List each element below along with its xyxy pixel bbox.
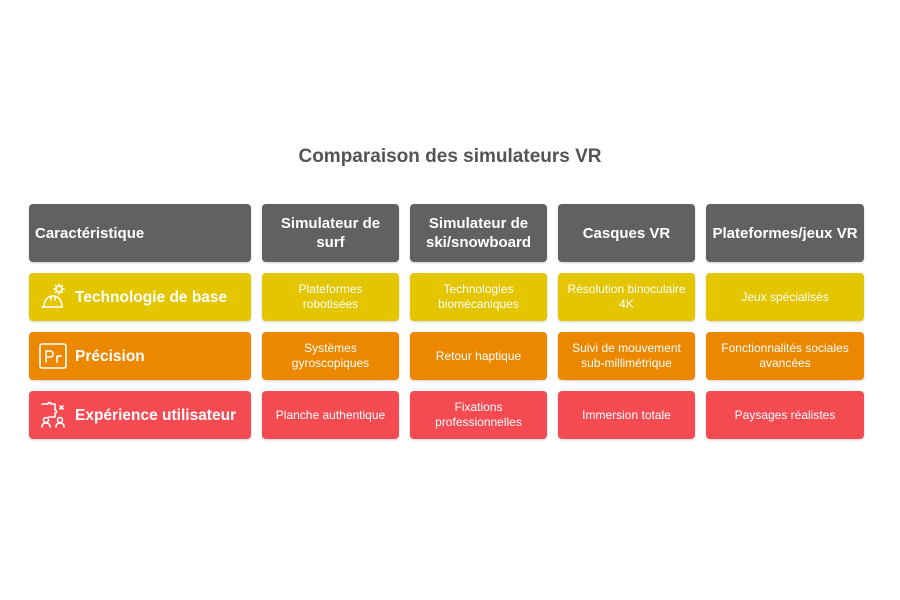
header-characteristic: Caractéristique: [29, 204, 251, 262]
puzzle-users-icon: [38, 400, 68, 430]
row-base-technology: Technologie de base Plateformes robotisé…: [29, 273, 864, 321]
cell-platforms-base-technology: Jeux spécialisés: [706, 273, 864, 321]
cell-platforms-user-experience: Paysages réalistes: [706, 391, 864, 439]
header-surf-simulator: Simulateur de surf: [262, 204, 399, 262]
cell-ski-precision: Retour haptique: [410, 332, 547, 380]
cell-surf-base-technology: Plateformes robotisées: [262, 273, 399, 321]
diagram-title: Comparaison des simulateurs VR: [298, 146, 602, 167]
row-label-user-experience: Expérience utilisateur: [29, 391, 251, 439]
cell-surf-precision: Systèmes gyroscopiques: [262, 332, 399, 380]
row-label-text: Précision: [75, 347, 145, 365]
row-label-text: Expérience utilisateur: [75, 406, 237, 424]
row-label-text: Technologie de base: [75, 288, 228, 306]
header-vr-platforms: Plateformes/jeux VR: [706, 204, 864, 262]
row-precision: Précision Systèmes gyroscopiques Retour …: [29, 332, 864, 380]
header-vr-headsets: Casques VR: [558, 204, 695, 262]
header-row: Caractéristique Simulateur de surf Simul…: [29, 204, 864, 262]
row-label-base-technology: Technologie de base: [29, 273, 251, 321]
row-user-experience: Expérience utilisateur Planche authentiq…: [29, 391, 864, 439]
cell-headsets-user-experience: Immersion totale: [558, 391, 695, 439]
premiere-pro-icon: [38, 341, 68, 371]
cell-ski-base-technology: Technologies biomécaniques: [410, 273, 547, 321]
header-ski-simulator: Simulateur de ski/snowboard: [410, 204, 547, 262]
row-label-precision: Précision: [29, 332, 251, 380]
cell-platforms-precision: Fonctionnalités sociales avancées: [706, 332, 864, 380]
cell-ski-user-experience: Fixations professionnelles: [410, 391, 547, 439]
helmet-gear-icon: [38, 282, 68, 312]
cell-headsets-base-technology: Résolution binoculaire 4K: [558, 273, 695, 321]
cell-surf-user-experience: Planche authentique: [262, 391, 399, 439]
cell-headsets-precision: Suivi de mouvement sub-millimétrique: [558, 332, 695, 380]
